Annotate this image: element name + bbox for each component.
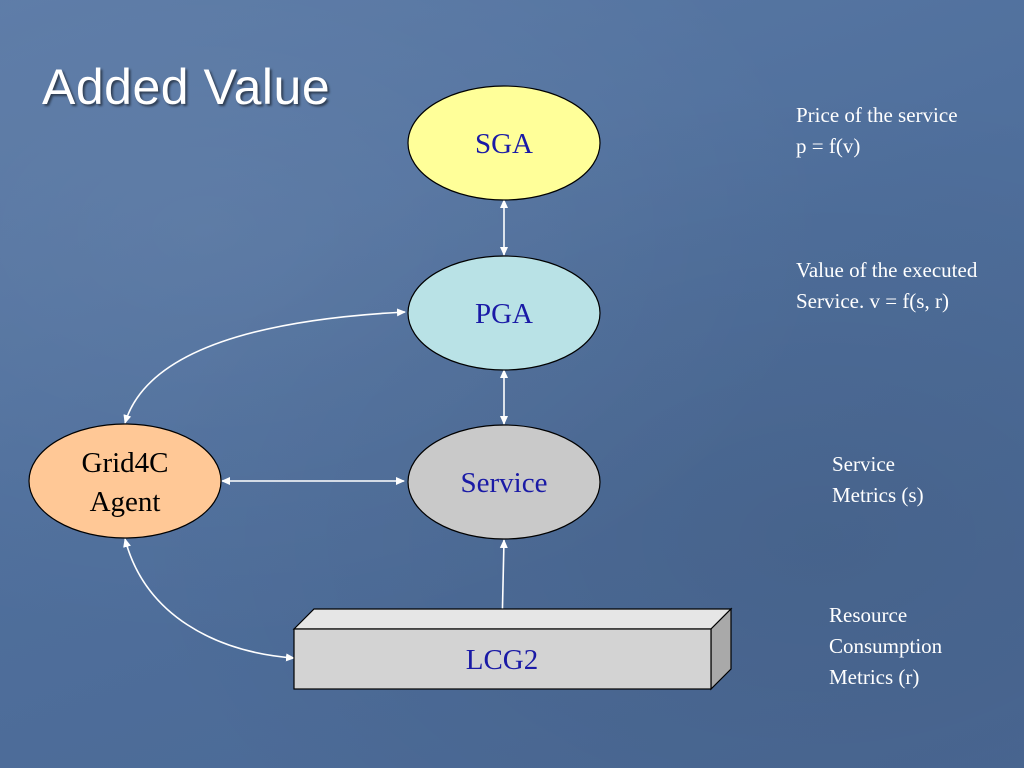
service-metrics-note: Service Metrics (s) [832,449,924,511]
sga-node: SGA [407,85,601,201]
resource-metrics-line3: Metrics (r) [829,665,920,689]
service-metrics-line2: Metrics (s) [832,483,924,507]
value-note-line1: Value of the executed [796,258,978,282]
pga-node: PGA [407,255,601,371]
price-note-line2: p = f(v) [796,134,861,158]
connector-agent-lcg2 [123,538,295,662]
grid4c-agent-node: Grid4C Agent [28,423,222,539]
agent-label-line1: Grid4C [82,447,169,479]
value-note: Value of the executed Service. v = f(s, … [796,255,977,317]
service-label: Service [461,467,548,499]
resource-metrics-line1: Resource [829,603,908,627]
connector-agent-pga [123,308,406,424]
pga-label: PGA [475,298,533,330]
resource-metrics-note: Resource Consumption Metrics (r) [829,600,942,693]
lcg2-label: LCG2 [466,644,539,676]
sga-label: SGA [475,128,533,160]
price-note: Price of the service p = f(v) [796,100,958,162]
slide-title: Added Value [42,59,331,115]
agent-label-line2: Agent [90,486,161,518]
resource-metrics-line2: Consumption [829,634,943,658]
price-note-line1: Price of the service [796,103,958,127]
value-note-line2: Service. v = f(s, r) [796,289,949,313]
lcg2-node: LCG2 [292,607,733,691]
service-metrics-line1: Service [832,452,895,476]
service-node: Service [407,424,601,540]
